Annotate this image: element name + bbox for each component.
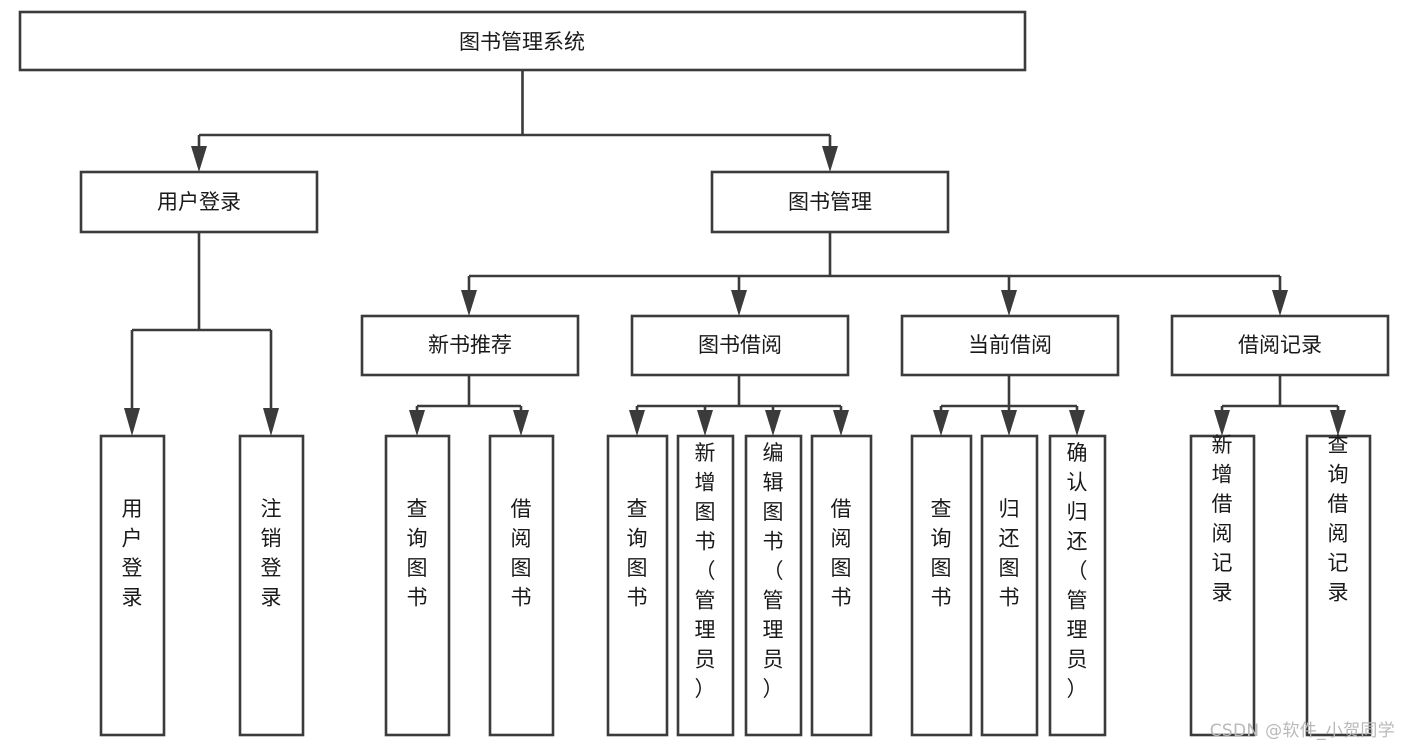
arrow-new-book-leaf-1 bbox=[409, 410, 425, 436]
node-new-book-recommend-box[interactable] bbox=[360, 314, 580, 377]
arrow-book-borrow-leaf-1 bbox=[629, 410, 645, 436]
leaf-query-book-3-label: 查询图书 bbox=[931, 497, 952, 610]
leaf-user-login-box[interactable] bbox=[99, 434, 166, 737]
node-book-manage-label: 图书管理 bbox=[788, 190, 872, 214]
leaf-logout-login-label: 注销登录 bbox=[261, 497, 282, 610]
leaf-query-book-1[interactable]: 查询图书 bbox=[384, 434, 451, 737]
connector-layer bbox=[124, 70, 1346, 436]
leaf-borrow-book-1-box[interactable] bbox=[488, 434, 555, 737]
node-book-borrow-label: 图书借阅 bbox=[698, 333, 782, 357]
arrow-root-to-book-manage bbox=[822, 146, 838, 172]
leaf-query-book-2-label: 查询图书 bbox=[627, 497, 648, 610]
arrow-book-manage-to-book-borrow bbox=[731, 290, 747, 316]
arrow-borrow-record-leaf-2 bbox=[1330, 410, 1346, 436]
leaf-borrow-book-2-box[interactable] bbox=[810, 434, 873, 737]
leaf-query-record-box[interactable] bbox=[1305, 434, 1372, 737]
node-user-login-box[interactable] bbox=[79, 170, 319, 234]
leaf-logout-login[interactable]: 注销登录 bbox=[238, 434, 305, 737]
node-borrow-record-box[interactable] bbox=[1170, 314, 1390, 377]
node-user-login-label: 用户登录 bbox=[157, 190, 241, 214]
leaf-add-book-box[interactable] bbox=[676, 434, 735, 737]
leaf-query-book-3[interactable]: 查询图书 bbox=[910, 434, 973, 737]
node-current-borrow[interactable]: 当前借阅 bbox=[900, 314, 1120, 377]
leaf-logout-login-box[interactable] bbox=[238, 434, 305, 737]
leaf-add-record[interactable]: 新增借阅记录 bbox=[1189, 433, 1256, 737]
leaf-confirm-return[interactable]: 确认归还（管理员） bbox=[1048, 434, 1107, 737]
leaf-confirm-return-label: 确认归还（管理员） bbox=[1067, 441, 1088, 701]
node-root[interactable]: 图书管理系统 bbox=[18, 10, 1027, 72]
node-borrow-record-label: 借阅记录 bbox=[1238, 333, 1322, 357]
node-book-borrow-box[interactable] bbox=[630, 314, 850, 377]
arrow-book-manage-to-new-book bbox=[461, 290, 477, 316]
node-book-borrow[interactable]: 图书借阅 bbox=[630, 314, 850, 377]
leaf-query-book-1-box[interactable] bbox=[384, 434, 451, 737]
node-book-manage-box[interactable] bbox=[710, 170, 950, 234]
leaf-borrow-book-1-label: 借阅图书 bbox=[511, 497, 532, 610]
node-current-borrow-label: 当前借阅 bbox=[968, 333, 1052, 357]
leaf-edit-book-box[interactable] bbox=[744, 434, 803, 737]
leaf-add-record-label: 新增借阅记录 bbox=[1212, 433, 1233, 605]
node-new-book-recommend-label: 新书推荐 bbox=[428, 333, 512, 357]
leaf-user-login-label: 用户登录 bbox=[122, 497, 143, 610]
leaf-borrow-book-2[interactable]: 借阅图书 bbox=[810, 434, 873, 737]
leaf-confirm-return-box[interactable] bbox=[1048, 434, 1107, 737]
leaf-query-book-2[interactable]: 查询图书 bbox=[606, 434, 669, 737]
leaf-borrow-book-2-label: 借阅图书 bbox=[831, 497, 852, 610]
node-root-box[interactable] bbox=[18, 10, 1027, 72]
node-current-borrow-box[interactable] bbox=[900, 314, 1120, 377]
node-new-book-recommend[interactable]: 新书推荐 bbox=[360, 314, 580, 377]
arrow-book-borrow-leaf-2 bbox=[697, 410, 713, 436]
leaf-query-record[interactable]: 查询借阅记录 bbox=[1305, 433, 1372, 737]
node-user-login[interactable]: 用户登录 bbox=[79, 170, 319, 234]
arrow-root-to-user-login bbox=[191, 146, 207, 172]
arrow-user-login-leaf-2 bbox=[263, 408, 279, 436]
leaf-edit-book-label: 编辑图书（管理员） bbox=[763, 441, 784, 701]
leaf-query-book-1-label: 查询图书 bbox=[407, 497, 428, 610]
node-borrow-record[interactable]: 借阅记录 bbox=[1170, 314, 1390, 377]
leaf-add-book[interactable]: 新增图书（管理员） bbox=[676, 434, 735, 737]
leaf-query-book-3-box[interactable] bbox=[910, 434, 973, 737]
leaf-add-book-label: 新增图书（管理员） bbox=[695, 441, 716, 701]
leaf-return-book[interactable]: 归还图书 bbox=[980, 434, 1039, 737]
arrow-borrow-record-leaf-1 bbox=[1214, 410, 1230, 436]
arrow-current-borrow-leaf-3 bbox=[1069, 410, 1085, 436]
arrow-book-manage-to-current-borrow bbox=[1001, 290, 1017, 316]
arrow-current-borrow-leaf-2 bbox=[1001, 410, 1017, 436]
arrow-book-borrow-leaf-4 bbox=[833, 410, 849, 436]
leaf-edit-book[interactable]: 编辑图书（管理员） bbox=[744, 434, 803, 737]
leaf-return-book-box[interactable] bbox=[980, 434, 1039, 737]
node-book-manage[interactable]: 图书管理 bbox=[710, 170, 950, 234]
arrow-user-login-leaf-1 bbox=[124, 408, 140, 436]
arrow-new-book-leaf-2 bbox=[513, 410, 529, 436]
leaf-user-login[interactable]: 用户登录 bbox=[99, 434, 166, 737]
arrow-book-manage-to-borrow-record bbox=[1272, 290, 1288, 316]
leaf-borrow-book-1[interactable]: 借阅图书 bbox=[488, 434, 555, 737]
arrow-current-borrow-leaf-1 bbox=[933, 410, 949, 436]
node-root-label: 图书管理系统 bbox=[459, 30, 585, 54]
arrow-book-borrow-leaf-3 bbox=[765, 410, 781, 436]
leaf-return-book-label: 归还图书 bbox=[999, 497, 1020, 610]
leaf-add-record-box[interactable] bbox=[1189, 434, 1256, 737]
leaf-query-record-label: 查询借阅记录 bbox=[1328, 433, 1349, 605]
leaf-query-book-2-box[interactable] bbox=[606, 434, 669, 737]
